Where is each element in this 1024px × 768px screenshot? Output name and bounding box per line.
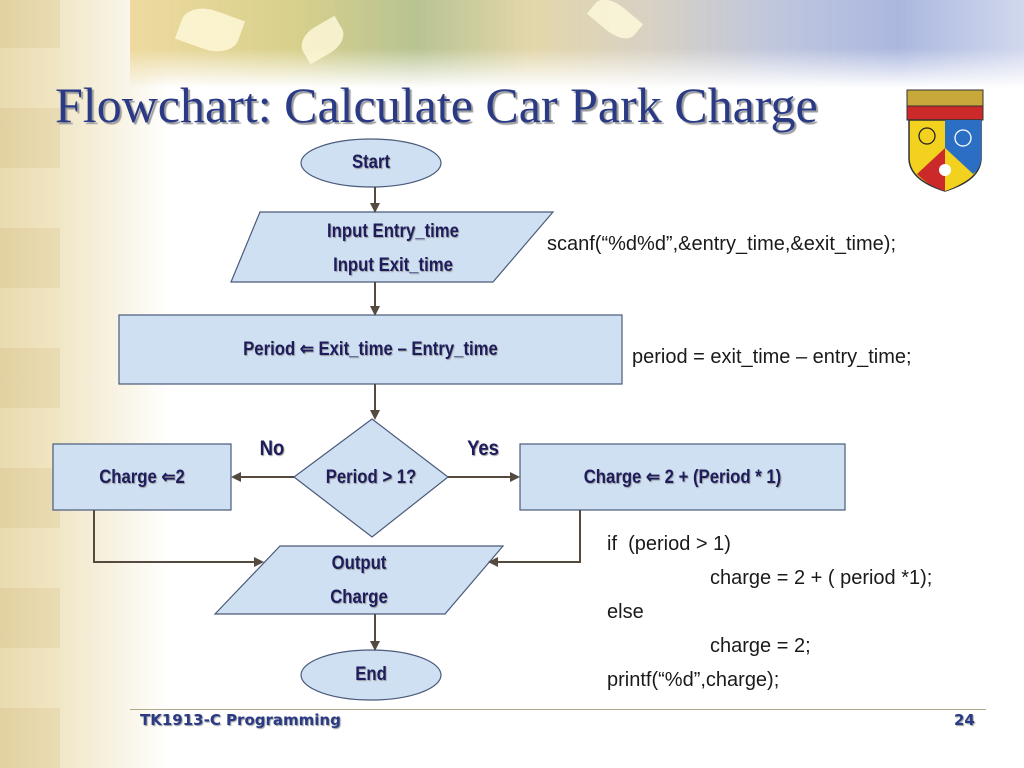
code-else: else [607, 601, 644, 623]
charge-no-label: Charge ⇐2 [99, 467, 185, 488]
start-terminal [300, 138, 442, 188]
output-label-line1: Output [331, 553, 387, 574]
code-scanf: scanf(“%d%d”,&entry_time,&exit_time); [547, 233, 897, 255]
branch-no-label: No [259, 437, 285, 460]
end-label: End [355, 664, 387, 685]
code-if: if (period > 1) [607, 533, 731, 555]
arrow-yes-to-output [488, 510, 581, 567]
header-banner-image [130, 0, 1024, 88]
code-charge-expr: charge = 2 + ( period *1); [710, 567, 933, 589]
code-printf: printf(“%d”,charge); [607, 669, 780, 691]
period-process-label: Period ⇐ Exit_time – Entry_time [243, 339, 498, 360]
slide-title: Flowchart: Calculate Car Park Charge [55, 77, 818, 133]
branch-yes-label: Yes [467, 437, 499, 460]
input-parallelogram [230, 211, 555, 283]
input-label-line1: Input Entry_time [327, 221, 459, 242]
code-charge-const: charge = 2; [710, 635, 811, 657]
output-label-line2: Charge [330, 587, 388, 608]
university-crest-logo [906, 89, 984, 192]
footer-divider [130, 709, 986, 710]
period-process-box [118, 314, 623, 385]
code-period: period = exit_time – entry_time; [632, 346, 912, 368]
charge-yes-box [519, 443, 846, 511]
output-parallelogram [213, 545, 505, 615]
left-texture [0, 0, 60, 768]
charge-yes-label: Charge ⇐ 2 + (Period * 1) [583, 467, 782, 488]
charge-no-box [52, 443, 232, 511]
decision-label: Period > 1? [325, 467, 417, 488]
arrow-no-to-output [93, 510, 264, 567]
footer-course: TK1913-C Programming [140, 711, 341, 729]
start-label: Start [351, 152, 391, 173]
input-label-line2: Input Exit_time [333, 255, 453, 276]
decision-diamond [293, 418, 449, 538]
footer-page-number: 24 [954, 711, 975, 729]
